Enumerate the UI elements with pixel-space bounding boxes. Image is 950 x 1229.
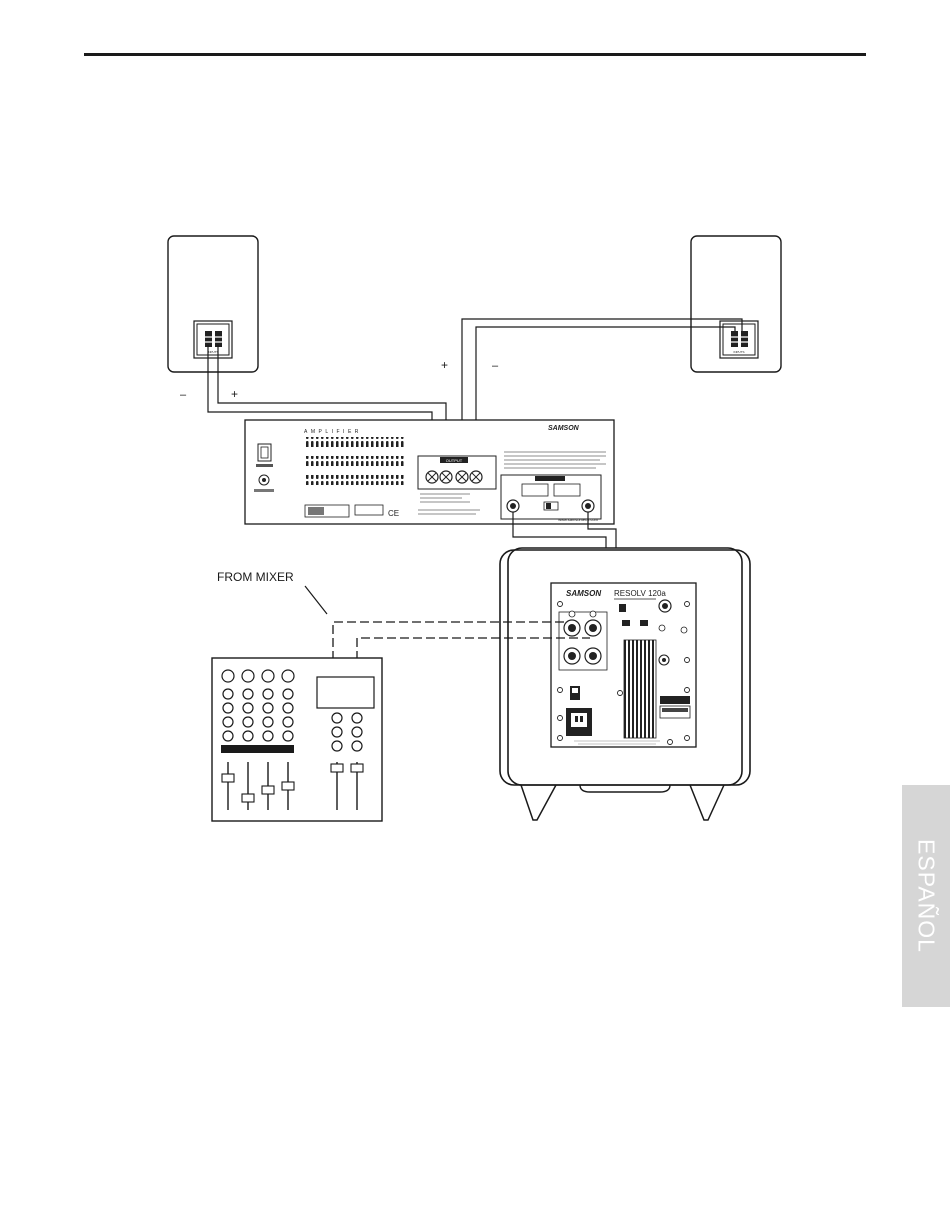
mixer-fader-4 (282, 782, 294, 790)
language-tab-label: ESPAÑOL (913, 839, 940, 953)
mixer-fader-6 (351, 764, 363, 772)
right-minus-label: – (492, 360, 499, 372)
subwoofer-right-foot (690, 785, 724, 820)
subwoofer-left-foot (521, 785, 556, 820)
language-tab: ESPAÑOL (902, 785, 950, 1007)
from-mixer-pointer (305, 586, 327, 614)
left-speaker-input-panel: INPUTS (194, 321, 232, 358)
left-plus-label: + (231, 387, 238, 401)
svg-text:CE: CE (388, 509, 399, 518)
amplifier-output-label: OUTPUT (446, 458, 463, 463)
header-rule (84, 53, 866, 56)
left-speaker: INPUTS (168, 236, 258, 372)
amplifier: AMPLIFIER SAMSON OUTPUT (245, 420, 614, 524)
amplifier-brand: SAMSON (548, 425, 580, 432)
left-speaker-input-label: INPUTS (207, 350, 218, 354)
amplifier-output-terminals: OUTPUT (418, 456, 496, 489)
amplifier-name: AMPLIFIER (304, 429, 362, 435)
right-speaker-input-label: INPUTS (733, 350, 744, 354)
amplifier-vent-row-1 (304, 437, 404, 447)
mixer-display (317, 677, 374, 708)
mixer-fader-3 (262, 786, 274, 794)
subwoofer: SAMSON RESOLV 120a (500, 548, 750, 820)
mixer (212, 658, 382, 821)
amplifier-input-section (501, 475, 601, 519)
right-speaker: INPUTS (691, 236, 781, 372)
subwoofer-brand: SAMSON (566, 589, 601, 598)
left-minus-label: – (180, 389, 187, 401)
amplifier-vent-row-3 (304, 475, 404, 485)
from-mixer-label: FROM MIXER (217, 570, 294, 584)
right-plus-label: + (441, 358, 448, 372)
mixer-fader-1 (222, 774, 234, 782)
mixer-meter-bar (221, 745, 294, 753)
amplifier-vent-row-2 (304, 456, 404, 466)
amplifier-website: www.samsontech.com (558, 517, 598, 522)
subwoofer-port-grille (624, 640, 656, 738)
subwoofer-model: RESOLV 120a (614, 589, 666, 598)
mixer-fader-2 (242, 794, 254, 802)
mixer-fader-5 (331, 764, 343, 772)
